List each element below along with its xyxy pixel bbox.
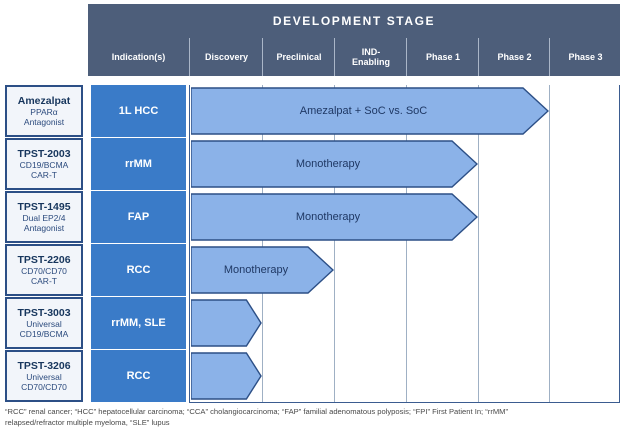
program-name: TPST-3206 xyxy=(17,359,71,372)
stage-header-phase-1: Phase 1 xyxy=(406,38,479,76)
indication-cell[interactable]: RCC xyxy=(91,350,186,402)
grid-line-preclinical xyxy=(262,85,263,403)
progress-arrow[interactable] xyxy=(191,299,262,347)
indication-cell[interactable]: 1L HCC xyxy=(91,85,186,137)
arrow-shape xyxy=(191,193,478,241)
progress-arrow[interactable] xyxy=(191,352,262,400)
program-subtitle-1: CD19/BCMA xyxy=(19,159,69,170)
program-subtitle-2: Antagonist xyxy=(23,117,65,128)
stage-header-ind-enabling: IND-Enabling xyxy=(334,38,407,76)
grid-line-bottom xyxy=(189,402,620,403)
progress-arrow[interactable]: Monotherapy xyxy=(191,246,334,294)
indication-cell[interactable]: RCC xyxy=(91,244,186,296)
stage-header-discovery: Discovery xyxy=(189,38,263,76)
program-subtitle-2: CAR-T xyxy=(31,276,57,287)
progress-arrow[interactable]: Monotherapy xyxy=(191,193,478,241)
program-name: TPST-2003 xyxy=(17,147,71,160)
footnote: “RCC” renal cancer; “HCC” hepatocellular… xyxy=(5,406,619,428)
grid-line-phase-1 xyxy=(406,85,407,403)
program-subtitle-1: Universal xyxy=(26,318,62,329)
program-name: TPST-2206 xyxy=(17,253,71,266)
program-subtitle-2: CAR-T xyxy=(31,170,57,181)
stage-header-phase-3: Phase 3 xyxy=(549,38,621,76)
program-subtitle-1: Universal xyxy=(26,371,62,382)
indication-cell[interactable]: FAP xyxy=(91,191,186,243)
progress-arrow[interactable]: Amezalpat + SoC vs. SoC xyxy=(191,87,549,135)
arrow-shape xyxy=(191,87,549,135)
program-subtitle-1: CD70/CD70 xyxy=(21,265,67,276)
program-name: TPST-3003 xyxy=(17,306,71,319)
indication-cell[interactable]: rrMM, SLE xyxy=(91,297,186,349)
progress-arrow[interactable]: Monotherapy xyxy=(191,140,478,188)
program-subtitle-2: CD70/CD70 xyxy=(21,382,67,393)
program-name: TPST-1495 xyxy=(17,200,71,213)
stage-header-preclinical: Preclinical xyxy=(262,38,335,76)
program-name: Amezalpat xyxy=(17,94,71,107)
grid-line-right-edge xyxy=(619,85,620,403)
arrow-shape xyxy=(191,352,262,400)
page-title: DEVELOPMENT STAGE xyxy=(272,14,436,28)
development-stage-header: DEVELOPMENT STAGE Indication(s) Discovery… xyxy=(88,4,620,76)
arrow-shape xyxy=(191,299,262,347)
stage-header-indication-s: Indication(s) xyxy=(111,51,166,62)
footnote-line-1: “RCC” renal cancer; “HCC” hepatocellular… xyxy=(5,407,509,416)
grid-line-phase-2 xyxy=(478,85,479,403)
grid-line-phase-3 xyxy=(549,85,550,403)
grid-line-ind-enabling xyxy=(334,85,335,403)
program-subtitle-1: PPARα xyxy=(30,106,58,117)
program-subtitle-2: CD19/BCMA xyxy=(19,329,69,340)
program-subtitle-2: Antagonist xyxy=(23,223,65,234)
arrow-shape xyxy=(191,140,478,188)
arrow-shape xyxy=(191,246,334,294)
stage-header-phase-2: Phase 2 xyxy=(478,38,550,76)
grid-line-left-edge xyxy=(189,85,190,403)
program-subtitle-1: Dual EP2/4 xyxy=(22,212,66,223)
footnote-line-2: relapsed/refractor multiple myeloma, “SL… xyxy=(5,418,170,427)
indication-cell[interactable]: rrMM xyxy=(91,138,186,190)
